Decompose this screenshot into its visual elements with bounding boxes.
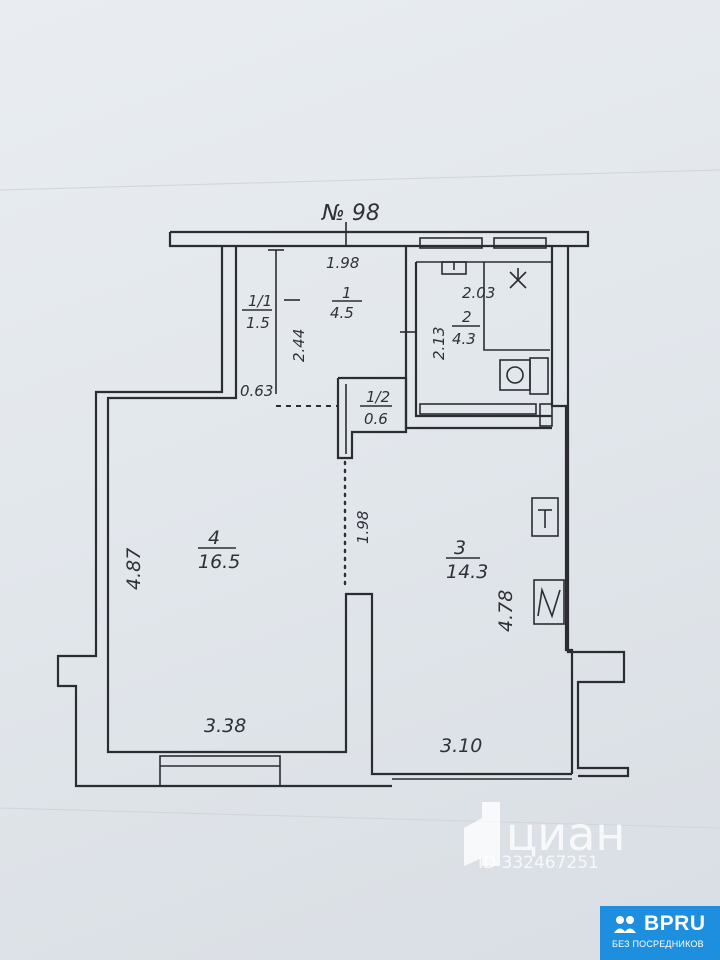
room-2-id: 2 [462,308,472,326]
watermark-id: ID 332467251 [478,853,599,873]
room-1-2-area: 0.6 [364,410,388,428]
dim-bath-height: 2.13 [430,327,448,360]
room-4-area: 16.5 [198,551,240,573]
dim-closet-width: 0.63 [240,382,273,400]
dim-room3-height: 4.78 [495,590,517,632]
room-1-1-id: 1/1 [248,292,272,310]
dim-opening: 1.98 [354,511,372,544]
room-1-area: 4.5 [330,304,354,322]
dim-top-width: 1.98 [326,254,359,272]
room-2-area: 4.3 [452,330,476,348]
cian-logo-icon [464,802,500,866]
walls [56,222,630,788]
fixtures [441,261,565,625]
toilet-icon [499,357,549,395]
apartment-number: № 98 [321,201,380,226]
room-3-area: 14.3 [446,561,488,583]
labels: № 98 1.98 1 4.5 1/1 1.5 2.44 0.63 1/2 0.… [123,201,517,757]
logo-tagline: БЕЗ ПОСРЕДНИКОВ [612,939,704,949]
watermark: циан ID 332467251 [464,802,625,873]
dim-bath-width: 2.03 [462,284,495,302]
people-icon [614,916,636,933]
room-1-2-id: 1/2 [366,388,390,406]
room-1-1-area: 1.5 [246,314,270,332]
light-fixture-icon [509,268,527,289]
room-1-id: 1 [342,284,352,302]
stove-icon [533,579,565,625]
paper-lines [0,169,720,829]
dim-room4-width: 3.38 [204,715,246,737]
kitchen-sink-icon [531,497,559,537]
logo-name: BPRU [644,912,706,935]
dim-room4-height: 4.87 [123,548,145,590]
dim-room3-width: 3.10 [440,735,482,757]
watermark-brand: циан [506,807,625,861]
room-4-id: 4 [208,527,220,549]
room-3-id: 3 [454,537,466,559]
bpru-logo: BPRU БЕЗ ПОСРЕДНИКОВ [600,906,720,960]
dim-closet-height: 2.44 [290,329,308,362]
